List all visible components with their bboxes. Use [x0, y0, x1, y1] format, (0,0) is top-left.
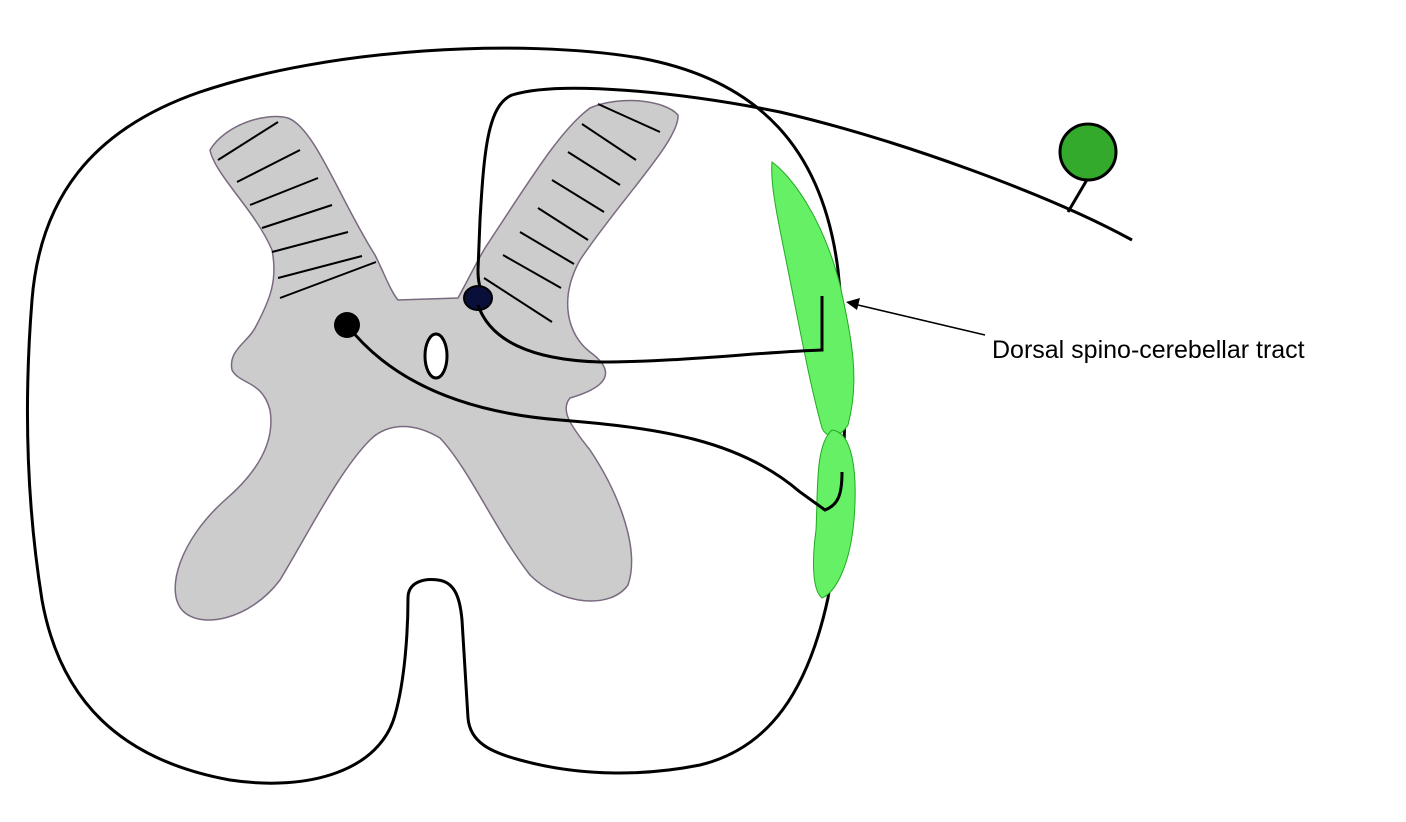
- dorsal-horn-neuron: [463, 285, 493, 311]
- label-pointer-arrowhead: [846, 298, 860, 310]
- tract-label: Dorsal spino-cerebellar tract: [992, 336, 1305, 364]
- dorsal-spinocerebellar-tract-lower: [813, 429, 856, 599]
- right-dorsal-horn-hatching: [483, 103, 661, 323]
- label-pointer-line: [857, 304, 986, 336]
- dorsal-neuron-axon: [476, 296, 824, 364]
- left-dorsal-horn-hatching: [217, 121, 377, 299]
- dorsal-root-ganglion-cell: [1058, 122, 1118, 182]
- afferent-fiber: [476, 86, 1133, 296]
- intermediate-neuron-axon: [345, 324, 844, 512]
- ganglion-stalk: [1066, 177, 1090, 213]
- central-canal: [423, 332, 449, 380]
